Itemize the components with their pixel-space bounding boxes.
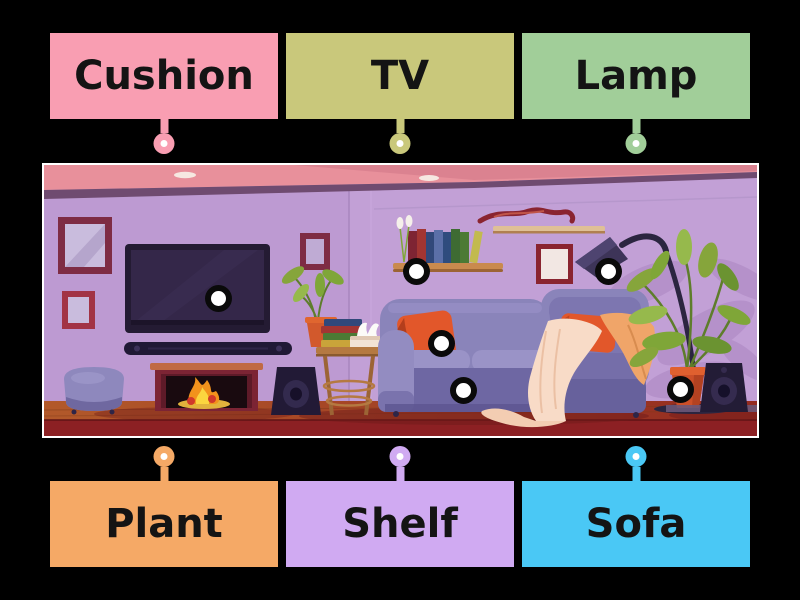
marker-core: [455, 382, 471, 398]
pin-dot: [625, 133, 647, 154]
pin-dot-core: [632, 140, 640, 147]
pin-dot-core: [396, 453, 404, 460]
marker-core: [672, 381, 688, 397]
pin-dot: [625, 446, 647, 467]
pin-dot: [153, 133, 175, 154]
label-card-shelf[interactable]: Shelf: [286, 446, 514, 567]
label-pin: [389, 119, 411, 154]
label-pin: [153, 119, 175, 154]
pin-dot-core: [632, 453, 640, 460]
label-pin: [389, 446, 411, 481]
label-card-lamp[interactable]: Lamp: [522, 33, 750, 154]
marker-core: [600, 263, 616, 279]
living-room-illustration: [44, 165, 757, 436]
pin-stem: [160, 467, 168, 481]
marker-core: [433, 335, 449, 351]
marker-core: [210, 290, 226, 306]
pin-stem: [396, 467, 404, 481]
label-text-lamp: Lamp: [574, 53, 698, 99]
scene-image: [42, 163, 759, 438]
pin-dot-core: [160, 453, 168, 460]
label-text-shelf: Shelf: [342, 501, 458, 547]
label-text-tv: TV: [370, 53, 430, 99]
label-pin: [625, 446, 647, 481]
label-card-cushion[interactable]: Cushion: [50, 33, 278, 154]
label-text-plant: Plant: [105, 501, 223, 547]
pin-dot: [389, 133, 411, 154]
pin-stem: [396, 119, 404, 133]
pin-dot-core: [396, 140, 404, 147]
label-pin: [153, 446, 175, 481]
pin-dot: [389, 446, 411, 467]
pin-dot: [153, 446, 175, 467]
label-card-tv[interactable]: TV: [286, 33, 514, 154]
drop-target-plant[interactable]: [666, 375, 694, 403]
drop-target-cushion[interactable]: [427, 329, 455, 357]
drop-target-shelf[interactable]: [402, 257, 430, 285]
drop-target-lamp[interactable]: [594, 257, 622, 285]
label-text-sofa: Sofa: [585, 501, 687, 547]
marker-core: [408, 263, 424, 279]
label-card-sofa[interactable]: Sofa: [522, 446, 750, 567]
pin-stem: [632, 467, 640, 481]
drop-target-tv[interactable]: [204, 284, 232, 312]
pin-stem: [160, 119, 168, 133]
label-text-cushion: Cushion: [74, 53, 254, 99]
pin-dot-core: [160, 140, 168, 147]
label-pin: [625, 119, 647, 154]
label-card-plant[interactable]: Plant: [50, 446, 278, 567]
drop-target-sofa[interactable]: [449, 376, 477, 404]
pin-stem: [632, 119, 640, 133]
